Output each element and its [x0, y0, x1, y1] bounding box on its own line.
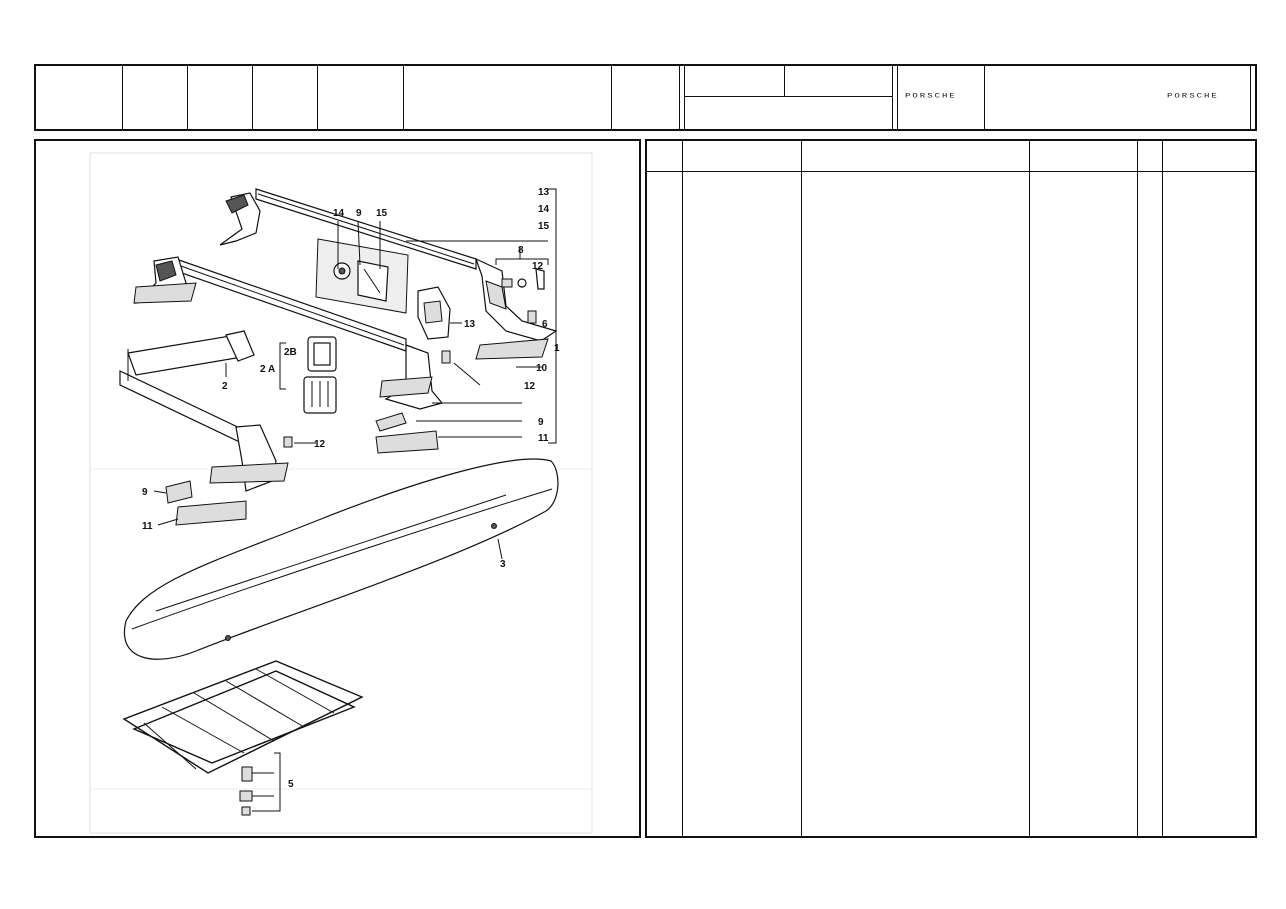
callout-15: 15	[538, 221, 550, 232]
foam-pad	[475, 338, 549, 360]
table-column-divider	[1162, 141, 1163, 836]
title-divider	[892, 66, 893, 129]
callout-11: 11	[142, 521, 153, 532]
title-divider	[897, 66, 898, 129]
luggage-rack	[122, 660, 364, 774]
small-pad	[375, 412, 407, 432]
callout-12: 12	[314, 439, 326, 450]
callout-9: 9	[142, 487, 148, 498]
illustration-panel: 13 14 15 14 9 15 8 12 6 13 1 10 12 2B 2 …	[34, 139, 641, 838]
ski-holder-arm	[119, 330, 289, 492]
title-divider	[252, 66, 253, 129]
roof-box	[123, 458, 559, 660]
title-divider	[611, 66, 612, 129]
bracket-sheet	[315, 238, 409, 314]
title-subcell	[684, 66, 892, 97]
table-column-divider	[1029, 141, 1030, 836]
callout-3: 3	[500, 559, 506, 570]
base-pad	[175, 500, 247, 526]
porsche-logo-center: PORSCHE	[905, 92, 957, 100]
title-divider	[679, 66, 680, 129]
leader-lines	[153, 188, 557, 812]
title-divider	[403, 66, 404, 129]
parts-list-table	[645, 139, 1257, 838]
callout-2A: 2 A	[260, 364, 275, 375]
callout-11: 11	[538, 433, 549, 444]
callout-2: 2	[222, 381, 228, 392]
fasteners	[441, 268, 545, 364]
callout-9: 9	[538, 417, 544, 428]
callout-5: 5	[288, 779, 294, 790]
callout-6: 6	[542, 319, 548, 330]
mounting-kit	[239, 766, 253, 816]
screw	[283, 436, 293, 448]
callout-1: 1	[554, 343, 560, 354]
porsche-logo-right: PORSCHE	[1167, 92, 1219, 100]
title-divider	[984, 66, 985, 129]
title-block: PORSCHE PORSCHE	[34, 64, 1257, 131]
clip-parts	[303, 336, 337, 414]
title-divider	[1250, 66, 1251, 129]
callout-10: 10	[536, 363, 548, 374]
callout-12: 12	[532, 261, 544, 272]
roof-bar-lower	[133, 256, 444, 410]
roof-bar-upper	[219, 188, 558, 342]
callout-9: 9	[356, 208, 362, 219]
table-header-rule	[647, 171, 1255, 172]
callout-2B: 2B	[284, 347, 297, 358]
table-column-divider	[682, 141, 683, 836]
callout-13: 13	[464, 319, 476, 330]
title-divider	[684, 66, 685, 129]
callout-15: 15	[376, 208, 388, 219]
base-pad	[375, 430, 439, 454]
title-divider	[122, 66, 123, 129]
callout-14: 14	[333, 208, 345, 219]
title-divider	[187, 66, 188, 129]
callout-13: 13	[538, 187, 550, 198]
exploded-parts-diagram: 13 14 15 14 9 15 8 12 6 13 1 10 12 2B 2 …	[89, 152, 593, 834]
callout-14: 14	[538, 204, 550, 215]
callout-8: 8	[518, 245, 524, 256]
table-column-divider	[1137, 141, 1138, 836]
title-divider	[317, 66, 318, 129]
callout-12: 12	[524, 381, 536, 392]
table-column-divider	[801, 141, 802, 836]
small-pad	[165, 480, 193, 504]
